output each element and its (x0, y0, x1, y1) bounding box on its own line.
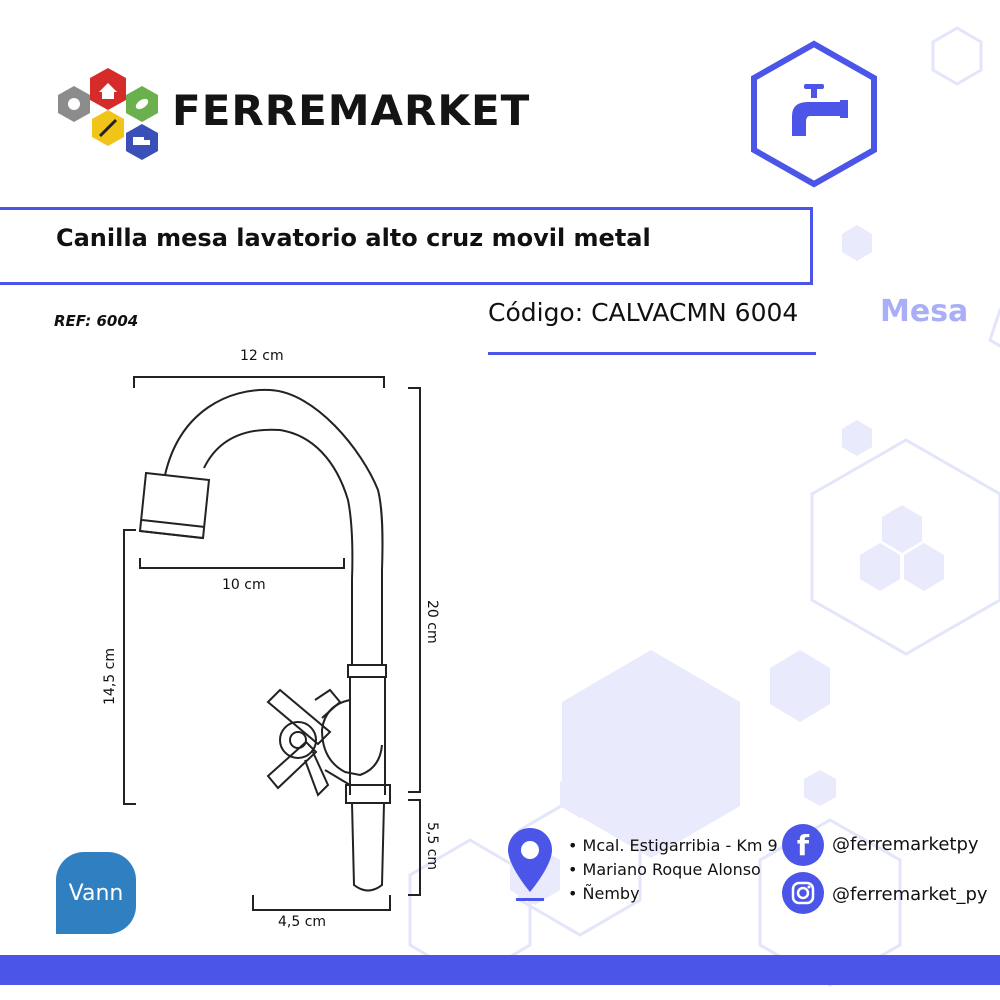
brand-logo (58, 68, 158, 160)
aerator (138, 471, 211, 540)
facebook-handle[interactable]: @ferremarketpy (832, 834, 979, 855)
address-line-2: • Mariano Roque Alonso (568, 860, 761, 879)
location-pin-icon (508, 828, 552, 901)
faucet-body (349, 677, 386, 795)
dim-total-height: 20 cm (424, 600, 440, 644)
code-underline (488, 352, 816, 355)
dim-spout-width: 10 cm (222, 577, 266, 593)
dim-base-height: 5,5 cm (424, 822, 440, 871)
total-height-dimension (408, 387, 421, 793)
address-line-1: • Mcal. Estigarribia - Km 9 (568, 836, 778, 855)
faucet-drawing (123, 376, 421, 911)
title-box (0, 207, 813, 285)
vann-logo: Vann (56, 852, 136, 934)
faucet-base (351, 802, 385, 892)
lower-height-dimension (123, 529, 136, 805)
address-line-3: • Ñemby (568, 884, 640, 903)
product-title: Canilla mesa lavatorio alto cruz movil m… (56, 224, 651, 252)
vann-logo-text: Vann (68, 880, 124, 906)
dim-base-width: 4,5 cm (278, 914, 327, 930)
faucet-icon (751, 40, 877, 188)
dim-lower-height: 14,5 cm (102, 648, 118, 705)
brand-name: FERREMARKET (172, 86, 531, 135)
dim-top-width: 12 cm (240, 348, 284, 364)
top-width-dimension (133, 376, 385, 388)
spout-width-dimension (139, 558, 345, 569)
base-width-dimension (252, 895, 391, 911)
product-code: Código: CALVACMN 6004 (488, 298, 799, 327)
cross-handle (266, 688, 332, 746)
facebook-icon[interactable]: f (782, 824, 824, 866)
product-category: Mesa (880, 294, 969, 329)
spout (164, 388, 384, 665)
base-height-dimension (408, 799, 421, 896)
product-ref: REF: 6004 (54, 312, 139, 330)
instagram-icon[interactable] (782, 872, 824, 914)
footer-bar (0, 955, 1000, 985)
instagram-handle[interactable]: @ferremarket_py (832, 884, 988, 905)
